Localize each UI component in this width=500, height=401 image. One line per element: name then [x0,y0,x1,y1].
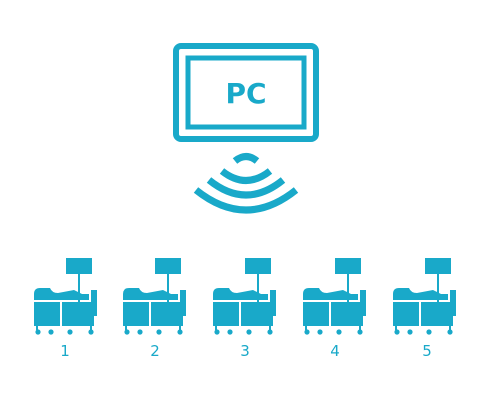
station-2: 2 [123,258,186,360]
patient-bed-monitor-icon [213,258,276,335]
patient-bed-monitor-icon [123,258,186,335]
station-4: 4 [303,258,366,360]
station-3: 3 [213,258,276,360]
patient-bed-monitor-icon [393,258,456,335]
pc-label: PC [225,77,266,110]
station-label: 5 [422,342,432,360]
station-1: 1 [34,258,97,360]
station-label: 1 [60,342,70,360]
patient-bed-monitor-icon [34,258,97,335]
station-5: 5 [393,258,456,360]
station-label: 2 [150,342,160,360]
station-label: 4 [330,342,340,360]
monitor-icon [173,43,319,142]
pc-node: PC [173,43,319,142]
patient-bed-monitor-icon [303,258,366,335]
wifi-signal-icon [193,153,299,214]
station-label: 3 [240,342,250,360]
